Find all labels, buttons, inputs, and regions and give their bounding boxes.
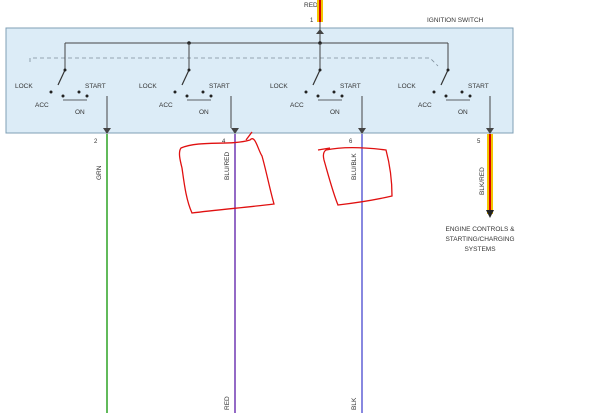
on-label: ON [75, 109, 85, 116]
on-label: ON [458, 109, 468, 116]
switch-group: LOCK START ACC ON [398, 43, 491, 128]
output-wire-label: BLU/RED [224, 152, 231, 180]
ignition-switch-title: IGNITION SWITCH [427, 17, 484, 24]
output-arrow-icon [103, 128, 111, 134]
acc-label: ACC [418, 102, 432, 109]
ignition-switch-box [5, 27, 514, 134]
switch-group: LOCK START ACC ON [15, 43, 108, 128]
start-label: START [340, 83, 361, 90]
start-label: START [209, 83, 230, 90]
contact-dot [304, 90, 308, 94]
contact-dot [187, 68, 191, 72]
contact-dot [77, 90, 81, 94]
acc-label: ACC [290, 102, 304, 109]
output-arrow-icon [231, 128, 239, 134]
switch-lever [312, 69, 321, 86]
destination-line-1: ENGINE CONTROLS & [446, 226, 516, 233]
switch-group: LOCK START ACC ON [139, 43, 232, 128]
output-wire-bottom-label: RED [224, 396, 231, 410]
annotation-box [317, 147, 393, 206]
output-pin: 4 [222, 139, 226, 145]
contact-dot [316, 94, 320, 98]
contact-dot [468, 94, 472, 98]
contact-dot [63, 68, 67, 72]
output-pin: 5 [477, 139, 481, 145]
contact-dot [340, 94, 344, 98]
acc-label: ACC [35, 102, 49, 109]
top-wire-color-label: RED [304, 2, 318, 9]
switch-lever [57, 69, 66, 86]
output-arrow-icon [486, 128, 494, 134]
top-wire-pin: 1 [310, 18, 314, 24]
contact-dot [61, 94, 65, 98]
output-arrow-icon [486, 210, 494, 218]
on-label: ON [330, 109, 340, 116]
lock-label: LOCK [270, 83, 288, 90]
switch-lever [440, 69, 449, 86]
output-pin: 6 [349, 139, 353, 145]
lock-label: LOCK [15, 83, 33, 90]
output-arrow-icon [358, 128, 366, 134]
contact-dot [460, 90, 464, 94]
annotation-box [178, 131, 275, 214]
mechanical-link [29, 57, 439, 67]
switch-group: LOCK START ACC ON [270, 43, 363, 128]
on-label: ON [199, 109, 209, 116]
output-wire-label: BLK/RED [479, 167, 486, 195]
switch-lever [181, 69, 190, 86]
output-wire-bottom-label: BLK [351, 397, 358, 410]
contact-dot [332, 90, 336, 94]
contact-dot [49, 90, 53, 94]
contact-dot [201, 90, 205, 94]
contact-dot [209, 94, 213, 98]
destination-line-2: STARTING/CHARGING [445, 236, 514, 243]
lock-label: LOCK [139, 83, 157, 90]
start-label: START [85, 83, 106, 90]
contact-dot [432, 90, 436, 94]
top-wire-stripe [319, 0, 321, 22]
contact-dot [173, 90, 177, 94]
acc-label: ACC [159, 102, 173, 109]
output-wire-stripe [489, 134, 491, 214]
output-wire-label: GRN [96, 165, 103, 180]
destination-line-3: SYSTEMS [464, 246, 496, 253]
start-label: START [468, 83, 489, 90]
contact-dot [85, 94, 89, 98]
contact-dot [318, 68, 322, 72]
output-pin: 2 [94, 139, 98, 145]
contact-dot [444, 94, 448, 98]
output-wire-label: BLU/BLK [351, 153, 358, 180]
lock-label: LOCK [398, 83, 416, 90]
input-arrow-icon [316, 29, 324, 34]
contact-dot [185, 94, 189, 98]
contact-dot [446, 68, 450, 72]
